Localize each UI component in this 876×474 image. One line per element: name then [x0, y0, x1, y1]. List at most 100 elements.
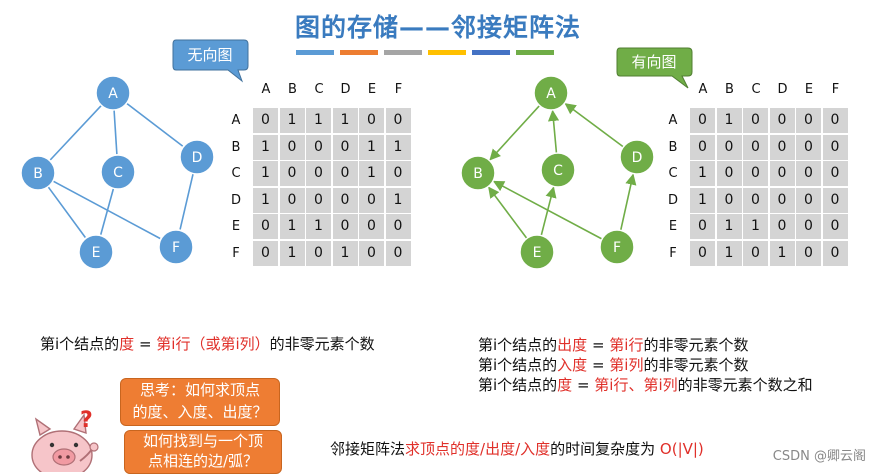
directed-matrix-cell: 0 [822, 187, 848, 213]
color-bar-3 [384, 50, 422, 55]
undirected-matrix-cell: 0 [385, 240, 411, 266]
undirected-matrix-col-header: E [367, 82, 377, 97]
undirected-edge-b-f [52, 180, 161, 240]
desc-highlight: 求顶点的度/出度/入度 [405, 440, 551, 458]
undirected-callout: 无向图 [172, 44, 248, 65]
desc-text: 邻接矩阵法 [330, 440, 406, 458]
directed-matrix-cell: 0 [690, 214, 715, 239]
desc-text: 第i个结点的 [478, 336, 558, 354]
undirected-matrix-cell: 1 [279, 240, 305, 266]
desc-highlight: 入度 [557, 356, 588, 374]
directed-matrix-col-header: C [751, 82, 761, 97]
directed-matrix-col-header: B [725, 82, 734, 97]
undirected-matrix-row-header: E [231, 219, 241, 234]
directed-matrix-cell: 0 [769, 134, 795, 160]
directed-matrix-cell: 0 [769, 108, 795, 133]
undirected-matrix-col-header: F [394, 82, 403, 97]
undirected-callout-shape [172, 39, 249, 83]
undirected-matrix-row-header: B [231, 139, 241, 155]
desc-highlight: 出度 [557, 336, 588, 354]
desc-text: = [587, 336, 610, 354]
directed-outdegree-desc: 第i个结点的出度 = 第i行的非零元素个数 [478, 334, 748, 355]
desc-text: = [134, 335, 157, 353]
undirected-matrix-row-header: C [231, 166, 241, 181]
directed-matrix-cell: 0 [690, 108, 715, 133]
directed-matrix-cell: 0 [796, 240, 821, 266]
directed-matrix-cell: 1 [743, 214, 768, 239]
directed-node-d [619, 139, 655, 175]
desc-text: 的非零元素个数之和 [677, 376, 813, 394]
undirected-matrix-cell: 0 [359, 187, 384, 213]
directed-matrix-cell: 0 [743, 108, 768, 133]
directed-matrix-cell: 0 [743, 134, 768, 160]
directed-matrix-row-header: B [668, 139, 678, 155]
undirected-matrix-cell: 0 [332, 214, 358, 239]
desc-text: = [587, 356, 610, 374]
undirected-node-d [179, 139, 215, 175]
undirected-matrix-col-header: D [340, 82, 351, 97]
directed-matrix-cell: 1 [716, 214, 742, 239]
undirected-matrix-cell: 0 [359, 240, 384, 266]
directed-matrix-cell: 0 [796, 161, 821, 186]
think-text: 的度、入度、出度？ [132, 403, 268, 421]
directed-matrix-cell: 0 [769, 161, 795, 186]
think-text: 点相连的边/弧？ [147, 452, 259, 470]
undirected-matrix-cell: 1 [253, 187, 278, 213]
desc-highlight: O(|V|) [659, 440, 704, 458]
undirected-matrix-cell: 1 [385, 187, 411, 213]
undirected-matrix-cell: 0 [279, 187, 305, 213]
undirected-matrix-row-header: A [231, 113, 241, 128]
undirected-matrix-cell: 1 [253, 134, 278, 160]
directed-matrix-row-header: A [668, 113, 678, 128]
directed-node-c [540, 152, 576, 188]
color-bar-2 [340, 50, 378, 55]
undirected-matrix-cell: 0 [359, 214, 384, 239]
question-mark: ? [80, 408, 93, 433]
undirected-matrix-cell: 0 [279, 134, 305, 160]
directed-degree-desc: 第i个结点的度 = 第i行、第i列的非零元素个数之和 [478, 374, 813, 395]
undirected-matrix-cell: 1 [359, 134, 384, 160]
directed-matrix-col-header: A [698, 82, 708, 97]
undirected-matrix-cell: 0 [306, 240, 331, 266]
undirected-node-b [20, 155, 56, 191]
directed-node-label-f: F [613, 240, 621, 256]
directed-node-e [519, 234, 555, 270]
directed-matrix-cell: 0 [822, 240, 848, 266]
undirected-matrix-cell: 0 [385, 214, 411, 239]
desc-text: 第i个结点的 [40, 335, 120, 353]
undirected-node-label-e: E [92, 245, 101, 261]
undirected-matrix-cell: 1 [306, 108, 331, 133]
undirected-node-label-a: A [108, 86, 118, 102]
directed-node-label-c: C [553, 163, 563, 179]
undirected-matrix-cell: 1 [332, 108, 358, 133]
desc-highlight: 第i行、第i列 [594, 376, 678, 394]
directed-matrix-cell: 0 [822, 108, 848, 133]
undirected-matrix-cell: 0 [385, 108, 411, 133]
directed-matrix-cell: 0 [716, 187, 742, 213]
desc-text: 的非零元素个数 [643, 356, 749, 374]
undirected-matrix-cell: 1 [253, 161, 278, 186]
directed-edge-f-b [492, 180, 603, 240]
desc-highlight: 度 [119, 335, 135, 353]
undirected-matrix-cell: 0 [359, 108, 384, 133]
desc-text: 的时间复杂度为 [550, 440, 660, 458]
undirected-matrix-cell: 0 [332, 187, 358, 213]
desc-text: 的非零元素个数 [643, 336, 749, 354]
directed-matrix-cell: 0 [716, 161, 742, 186]
directed-node-label-e: E [533, 245, 542, 261]
undirected-degree-desc: 第i个结点的度 = 第i行（或第i列）的非零元素个数 [40, 333, 375, 354]
undirected-matrix-col-header: A [261, 82, 271, 97]
directed-matrix-cell: 1 [716, 240, 742, 266]
desc-text: 第i个结点的 [478, 376, 558, 394]
think-question-degree: 思考：如何求顶点 的度、入度、出度？ [120, 378, 280, 426]
undirected-matrix-cell: 1 [359, 161, 384, 186]
directed-matrix-cell: 0 [796, 134, 821, 160]
directed-node-label-a: A [546, 86, 556, 102]
undirected-matrix-cell: 1 [279, 214, 305, 239]
directed-matrix-cell: 1 [716, 108, 742, 133]
directed-matrix-col-header: E [804, 82, 814, 97]
directed-edge-e-b [488, 186, 528, 239]
directed-matrix-cell: 0 [769, 214, 795, 239]
undirected-matrix-cell: 0 [306, 187, 331, 213]
directed-matrix-cell: 1 [690, 187, 715, 213]
